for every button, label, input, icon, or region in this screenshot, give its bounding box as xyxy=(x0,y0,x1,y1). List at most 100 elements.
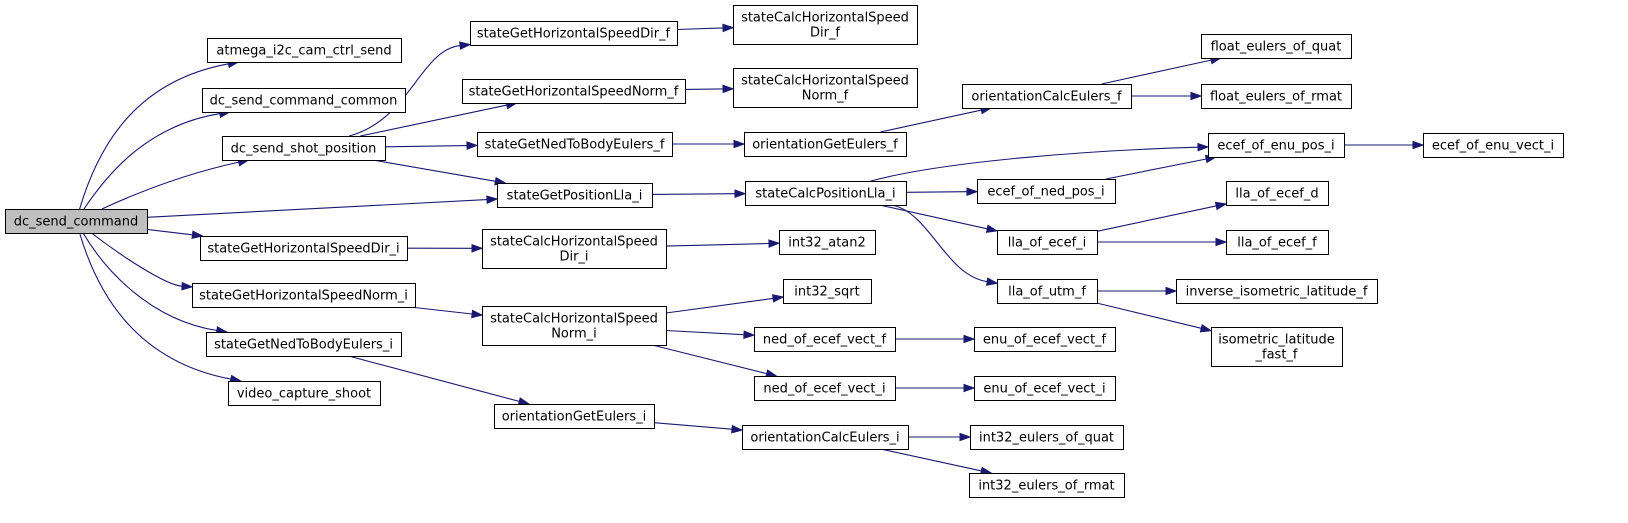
node-ecef_of_ned_pos_i[interactable]: ecef_of_ned_pos_i xyxy=(977,179,1116,204)
arrowhead-icon xyxy=(772,294,785,303)
edge-lla_of_ecef_i-to-lla_of_ecef_f xyxy=(1097,237,1228,247)
node-label: Dir_i xyxy=(559,250,588,265)
node-orientationCalcEulers_f[interactable]: orientationCalcEulers_f xyxy=(962,84,1132,109)
edge-dc_send_shot_position-to-stateGetHorizontalSpeedDir_f xyxy=(348,41,472,137)
node-label: int32_eulers_of_quat xyxy=(979,431,1114,446)
arrowhead-icon xyxy=(963,383,976,393)
node-box xyxy=(742,425,909,450)
node-enu_of_ecef_vect_f[interactable]: enu_of_ecef_vect_f xyxy=(974,327,1116,352)
edge-orientationCalcEulers_i-to-int32_eulers_of_quat xyxy=(908,432,972,442)
edge-dc_send_command-to-dc_send_command_common xyxy=(83,109,232,210)
node-box xyxy=(962,84,1132,109)
edge-dc_send_command-to-dc_send_shot_position xyxy=(101,158,251,210)
node-label: lla_of_ecef_f xyxy=(1237,236,1317,251)
edge-stateCalcPositionLla_i-to-lla_of_ecef_i xyxy=(879,204,999,233)
node-label: stateCalcHorizontalSpeed xyxy=(741,74,909,89)
node-dc_send_command[interactable]: dc_send_command xyxy=(5,209,148,234)
node-int32_eulers_of_rmat[interactable]: int32_eulers_of_rmat xyxy=(969,473,1125,498)
edge-line xyxy=(665,242,770,247)
node-ned_of_ecef_vect_i[interactable]: ned_of_ecef_vect_i xyxy=(754,376,896,401)
edge-line xyxy=(146,199,488,218)
node-stateCalcPositionLla_i[interactable]: stateCalcPositionLla_i xyxy=(745,181,907,206)
node-ecef_of_enu_pos_i[interactable]: ecef_of_enu_pos_i xyxy=(1208,133,1345,158)
node-int32_atan2[interactable]: int32_atan2 xyxy=(779,230,876,255)
node-stateGetHorizontalSpeedDir_f[interactable]: stateGetHorizontalSpeedDir_f xyxy=(470,21,678,46)
node-stateGetNedToBodyEulers_f[interactable]: stateGetNedToBodyEulers_f xyxy=(477,132,673,157)
arrowhead-icon xyxy=(1412,140,1425,150)
node-orientationCalcEulers_i[interactable]: orientationCalcEulers_i xyxy=(742,425,909,450)
node-box xyxy=(222,136,386,161)
node-isometric_latitude_fast_f[interactable]: isometric_latitude_fast_f xyxy=(1211,327,1343,367)
nodes-layer: dc_send_command atmega_i2c_cam_ctrl_sendd… xyxy=(5,5,1564,498)
node-label: ecef_of_enu_pos_i xyxy=(1217,139,1334,154)
node-label: int32_sqrt xyxy=(794,285,859,300)
node-orientationGetEulers_f[interactable]: orientationGetEulers_f xyxy=(744,132,907,157)
edge-line xyxy=(82,232,217,332)
node-stateGetHorizontalSpeedNorm_f[interactable]: stateGetHorizontalSpeedNorm_f xyxy=(462,79,686,104)
node-stateGetHorizontalSpeedNorm_i[interactable]: stateGetHorizontalSpeedNorm_i xyxy=(192,283,416,308)
node-dc_send_command_common[interactable]: dc_send_command_common xyxy=(202,88,406,113)
node-label: stateCalcHorizontalSpeed xyxy=(741,11,909,26)
node-box xyxy=(1201,34,1352,59)
node-label: isometric_latitude xyxy=(1218,333,1335,348)
node-box xyxy=(779,230,876,255)
edge-line xyxy=(653,422,733,430)
node-label: dc_send_command xyxy=(14,215,139,230)
arrowhead-icon xyxy=(1197,142,1210,152)
node-int32_eulers_of_quat[interactable]: int32_eulers_of_quat xyxy=(970,425,1124,450)
edge-line xyxy=(1101,59,1212,85)
node-lla_of_ecef_d[interactable]: lla_of_ecef_d xyxy=(1226,181,1329,206)
node-atmega_i2c_cam_ctrl_send[interactable]: atmega_i2c_cam_ctrl_send xyxy=(207,38,402,63)
edge-line xyxy=(1096,205,1217,232)
arrowhead-icon xyxy=(1215,237,1228,247)
node-label: stateCalcHorizontalSpeed xyxy=(490,235,658,250)
node-lla_of_utm_f[interactable]: lla_of_utm_f xyxy=(997,279,1098,304)
node-label: Norm_f xyxy=(802,89,849,104)
edge-dc_send_shot_position-to-stateGetNedToBodyEulers_f xyxy=(384,141,479,150)
node-stateGetHorizontalSpeedDir_i[interactable]: stateGetHorizontalSpeedDir_i xyxy=(200,236,408,261)
node-label: stateGetHorizontalSpeedNorm_f xyxy=(469,85,679,100)
arrowhead-icon xyxy=(722,84,735,94)
node-stateGetPositionLla_i[interactable]: stateGetPositionLla_i xyxy=(497,183,653,208)
node-label: stateGetHorizontalSpeedDir_f xyxy=(477,27,671,42)
node-lla_of_ecef_i[interactable]: lla_of_ecef_i xyxy=(997,230,1098,255)
node-stateGetNedToBodyEulers_i[interactable]: stateGetNedToBodyEulers_i xyxy=(206,332,402,357)
arrowhead-icon xyxy=(517,397,531,406)
node-enu_of_ecef_vect_i[interactable]: enu_of_ecef_vect_i xyxy=(974,376,1116,401)
arrowhead-icon xyxy=(466,141,479,150)
node-float_eulers_of_quat[interactable]: float_eulers_of_quat xyxy=(1201,34,1352,59)
node-float_eulers_of_rmat[interactable]: float_eulers_of_rmat xyxy=(1201,84,1352,109)
edge-line xyxy=(651,193,736,195)
node-ecef_of_enu_vect_i[interactable]: ecef_of_enu_vect_i xyxy=(1423,133,1564,158)
node-lla_of_ecef_f[interactable]: lla_of_ecef_f xyxy=(1226,230,1329,255)
node-label: orientationCalcEulers_i xyxy=(750,431,899,446)
arrowhead-icon xyxy=(1165,286,1178,296)
edge-line xyxy=(879,204,988,230)
node-box xyxy=(1176,279,1378,304)
edge-line xyxy=(101,161,239,210)
node-label: stateCalcHorizontalSpeed xyxy=(490,312,658,327)
node-box xyxy=(494,404,655,429)
node-dc_send_shot_position[interactable]: dc_send_shot_position xyxy=(222,136,386,161)
node-orientationGetEulers_i[interactable]: orientationGetEulers_i xyxy=(494,404,655,429)
arrowhead-icon xyxy=(733,139,746,149)
node-label: stateGetHorizontalSpeedDir_i xyxy=(207,242,399,257)
arrowhead-icon xyxy=(768,239,781,248)
node-box xyxy=(192,283,416,308)
arrowhead-icon xyxy=(743,330,756,339)
node-int32_sqrt[interactable]: int32_sqrt xyxy=(783,279,872,304)
node-box xyxy=(997,230,1098,255)
node-inverse_isometric_latitude_f[interactable]: inverse_isometric_latitude_f xyxy=(1176,279,1378,304)
node-label: lla_of_ecef_i xyxy=(1008,236,1087,251)
edge-orientationGetEulers_f-to-orientationCalcEulers_f xyxy=(880,106,993,133)
node-video_capture_shoot[interactable]: video_capture_shoot xyxy=(228,381,381,406)
node-ned_of_ecef_vect_f[interactable]: ned_of_ecef_vect_f xyxy=(754,327,896,352)
edge-stateGetHorizontalSpeedNorm_i-to-stateCalcHorizontalSpeedNorm_i xyxy=(409,306,484,319)
arrowhead-icon xyxy=(1199,323,1213,333)
node-label: dc_send_command_common xyxy=(210,94,398,109)
node-label: lla_of_ecef_d xyxy=(1235,187,1318,202)
